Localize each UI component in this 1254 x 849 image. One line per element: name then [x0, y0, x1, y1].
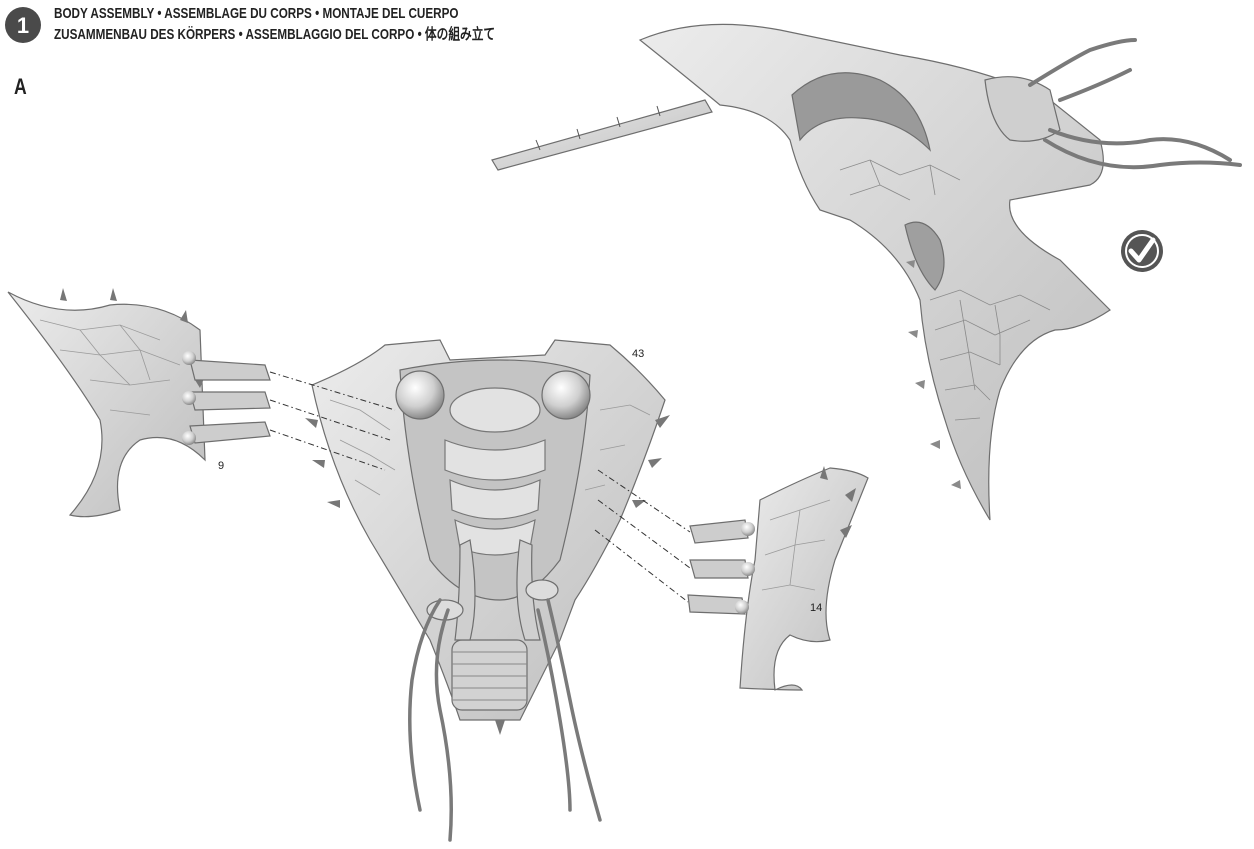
check-mark-icon: [1121, 230, 1163, 272]
part-number-body: 43: [632, 348, 644, 360]
right-wing-part: [688, 466, 868, 690]
right-wing-pegs: [688, 520, 755, 614]
assembled-antennae: [1030, 40, 1240, 167]
body-part: [305, 340, 670, 840]
part-number-left-wing: 9: [218, 460, 224, 472]
body-tail: [452, 640, 527, 710]
part-number-right-wing: 14: [810, 602, 822, 614]
assembled-tail: [492, 100, 712, 170]
left-wing-pegs: [182, 351, 270, 445]
left-wing-part: [8, 288, 270, 517]
